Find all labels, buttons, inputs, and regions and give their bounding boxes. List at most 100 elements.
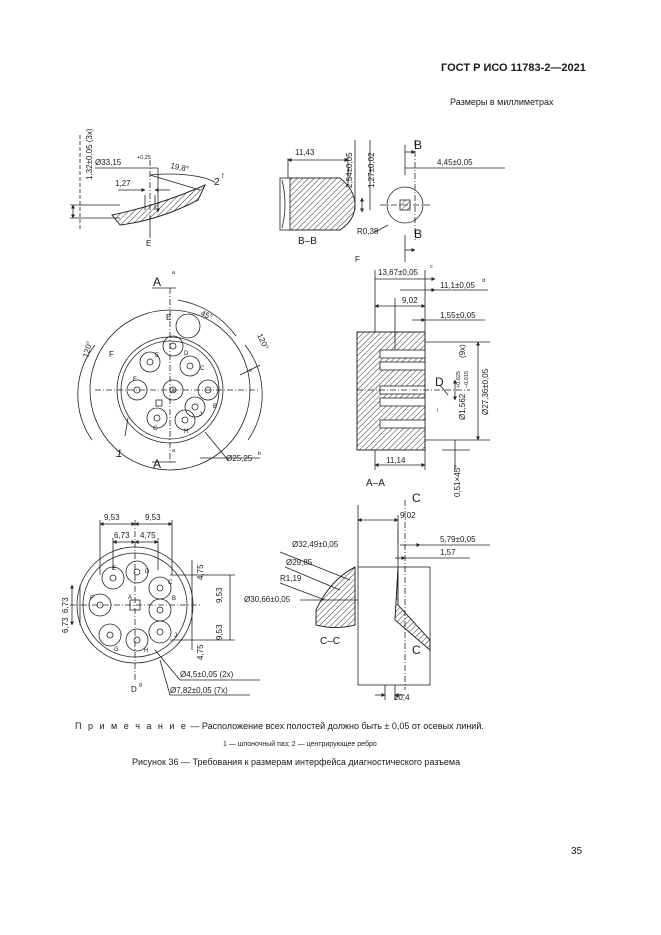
front-view xyxy=(77,287,263,471)
section-aa-dim-diam-small-tol-up: +0,025 xyxy=(456,371,462,388)
section-bb-dim-width: 11,43 xyxy=(295,148,315,157)
front-view-angle-left: 120° xyxy=(81,340,94,358)
section-aa-dim-diam-small-count: (9x) xyxy=(458,344,467,358)
layout-pin-e: E xyxy=(112,566,116,572)
section-c-c xyxy=(279,500,490,700)
front-view-label-f: F xyxy=(109,350,114,359)
front-pin-a: A xyxy=(171,389,175,395)
detail-e-label: E xyxy=(146,239,151,248)
section-aa-dim-2-sup: d xyxy=(482,278,485,284)
section-bb-dim-b: 1,27±0,02 xyxy=(367,152,376,188)
pin-layout-dim-side-right-1: 4,75 xyxy=(196,564,205,580)
front-view-angle-right: 120° xyxy=(255,332,270,351)
drawing-note: П р и м е ч а н и е — Расположение всех … xyxy=(75,721,484,731)
section-cc-marker-bottom: C xyxy=(412,643,421,657)
figure-caption: Рисунок 36 — Требования к размерам интер… xyxy=(132,757,461,767)
pin-layout-pins xyxy=(88,560,172,652)
section-aa-dim-diam-small-tol-dn: −0,015 xyxy=(464,371,470,388)
detail-e-callout-sup: f xyxy=(222,174,224,180)
note-label: П р и м е ч а н и е xyxy=(75,721,188,731)
section-cc-dim-8: ≥0,4 xyxy=(394,693,410,702)
front-view-diameter-sup: b xyxy=(258,451,261,457)
front-pin-h: H xyxy=(184,429,188,435)
section-cc-dim-1: Ø32,49±0,05 xyxy=(292,540,339,549)
section-cc-dim-2: Ø29,85 xyxy=(286,558,313,567)
pin-layout-dim-mid-left: 6,73 xyxy=(114,531,130,540)
front-view-sup-top: a xyxy=(172,270,176,276)
pin-layout-dim-side-right-2: 9,53 xyxy=(215,587,224,603)
detail-e xyxy=(70,135,216,238)
detail-e-dim-vertical: 1,32±0,05 (3x) xyxy=(85,128,94,180)
section-cc-marker-top: C xyxy=(412,491,421,505)
layout-pin-f: F xyxy=(90,596,94,602)
detail-e-dim-diameter: Ø33,15 xyxy=(95,158,122,167)
layout-pin-a: A xyxy=(128,595,132,601)
section-aa-dim-diam-small: Ø1,562 xyxy=(458,393,467,420)
detail-e-callout: 2 xyxy=(214,177,220,188)
front-view-pins xyxy=(126,335,219,431)
pin-layout-dim-cavity: Ø7,82±0,05 (7x) xyxy=(170,686,228,695)
section-cc-dim-5: 9,02 xyxy=(400,511,416,520)
section-aa-dim-4: 1,55±0,05 xyxy=(440,311,476,320)
front-pin-e: E xyxy=(155,353,159,359)
layout-pin-h: H xyxy=(144,648,148,654)
section-bb-marker-top: B xyxy=(414,138,422,152)
pin-layout-label-d-sup: g xyxy=(139,682,142,688)
figure-legend: 1 — шпоночный паз; 2 — центрирующее ребр… xyxy=(223,741,377,748)
detail-e-dim-diameter-tol: +0,25 xyxy=(137,155,151,161)
section-a-a xyxy=(356,270,490,470)
section-aa-dim-3: 9,02 xyxy=(402,296,418,305)
section-cc-dim-3: R1,19 xyxy=(280,574,302,583)
front-pin-b: B xyxy=(213,404,217,410)
section-cc-dim-6: 5,79±0,05 xyxy=(440,535,476,544)
front-view-sup-bottom: a xyxy=(172,448,176,454)
pin-layout-dim-top-left: 9,53 xyxy=(104,513,120,522)
detail-e-dim-small: 1,27 xyxy=(115,179,131,188)
front-pin-g: G xyxy=(153,426,158,432)
section-aa-dim-2: 11,1±0,05 xyxy=(440,281,475,290)
pin-layout-dim-side-right-3: 9,53 xyxy=(215,624,224,640)
section-bb-dim-a: 2,54±0,05 xyxy=(345,152,354,188)
section-aa-dim-1: 13,67±0,05 xyxy=(378,268,419,277)
note-text: — Расположение всех полостей должно быть… xyxy=(187,721,484,731)
pin-layout-dim-hole: Ø4,5±0,05 (2x) xyxy=(180,670,234,679)
front-view-callout: 1 xyxy=(116,448,122,460)
detail-e-dim-angle: 19,8° xyxy=(170,161,190,174)
section-bb-marker-bottom: B xyxy=(414,227,422,241)
section-bb-label: B–B xyxy=(298,236,317,247)
page-number: 35 xyxy=(571,846,583,857)
units-note: Размеры в миллиметрах xyxy=(450,97,554,107)
section-cc-label: C–C xyxy=(320,636,340,647)
section-bb-dim-c: 4,45±0,05 xyxy=(437,158,473,167)
layout-pin-g: G xyxy=(114,647,119,653)
front-view-sup-e: e xyxy=(249,368,252,374)
section-b-b xyxy=(279,140,505,262)
section-aa-dim-bottom: 11,14 xyxy=(386,456,406,465)
layout-pin-j: J xyxy=(174,633,177,639)
section-bb-note: F xyxy=(355,255,360,264)
section-cc-dim-4: Ø30,66±0,05 xyxy=(244,595,291,604)
layout-pin-b: B xyxy=(172,596,176,602)
layout-pin-c: C xyxy=(168,580,173,586)
pin-layout-label-d: D xyxy=(131,685,137,694)
layout-pin-d: D xyxy=(145,569,150,575)
section-aa-dim-chamfer: 0,51×45° xyxy=(453,465,462,497)
front-pin-j: J xyxy=(199,412,202,418)
document-standard-header: ГОСТ Р ИСО 11783-2—2021 xyxy=(441,62,586,74)
pin-layout-dim-side-left-2: 6,73 xyxy=(61,617,70,633)
front-pin-c: C xyxy=(200,366,205,372)
section-aa-dim-diam-large: Ø27,36±0,05 xyxy=(481,368,490,415)
pin-layout-dim-side-left-1: 6,73 xyxy=(61,597,70,613)
front-view-section-marker-top: A xyxy=(153,275,161,289)
pin-layout-dim-side-right-4: 4,75 xyxy=(196,644,205,660)
front-pin-d: D xyxy=(184,351,189,357)
section-aa-label: A–A xyxy=(366,478,385,489)
front-view-angle-top: 45° xyxy=(199,309,214,322)
section-bb-radius: R0,38 xyxy=(357,227,379,236)
front-view-section-marker-bottom: A xyxy=(153,457,161,471)
pin-layout-dim-top-right: 9,53 xyxy=(145,513,161,522)
front-pin-f: F xyxy=(133,377,137,383)
section-aa-detail-marker: D xyxy=(435,375,444,389)
front-view-label-e: E xyxy=(166,313,171,322)
